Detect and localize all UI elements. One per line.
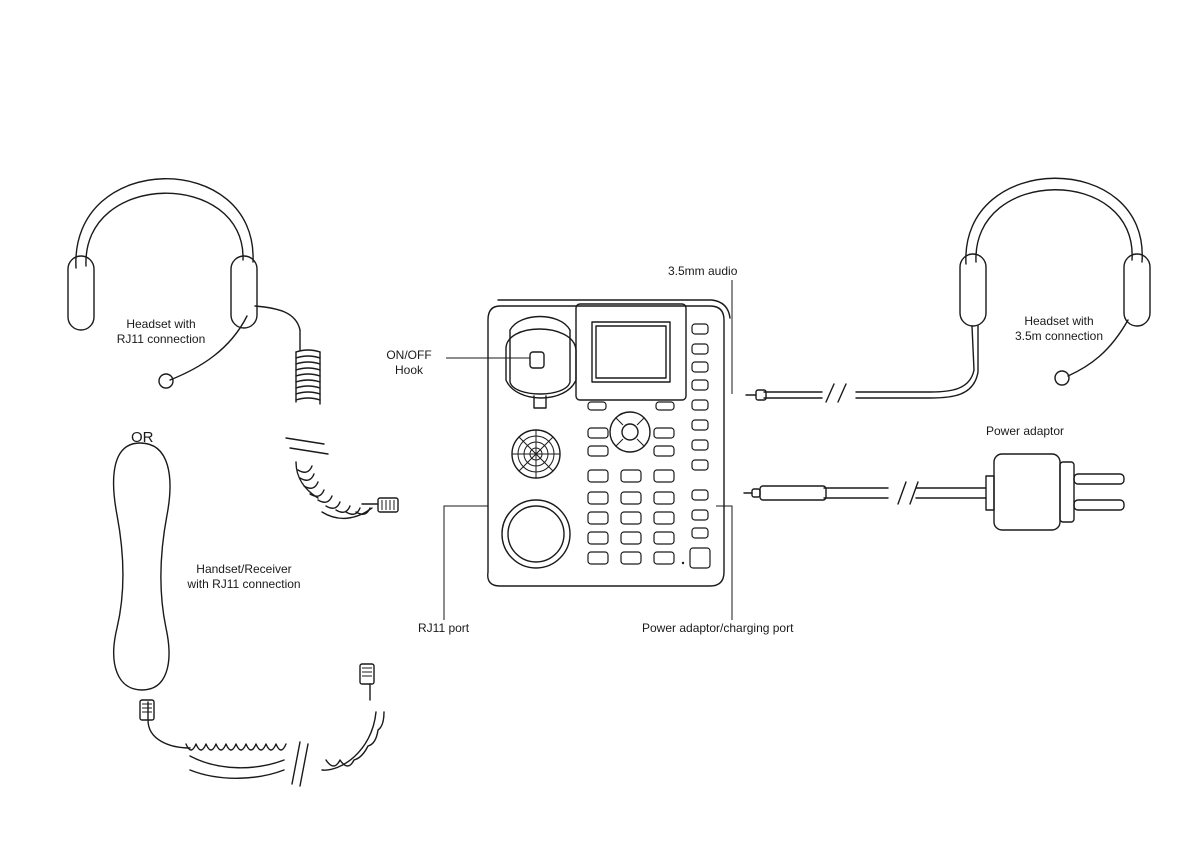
handset-coil-right bbox=[322, 684, 384, 770]
speaker-grille bbox=[512, 430, 560, 478]
power-adaptor-illustration bbox=[744, 454, 1124, 530]
audio-35mm-plug bbox=[746, 390, 766, 400]
headset-35mm-illustration bbox=[746, 178, 1150, 402]
side-buttons bbox=[692, 324, 708, 538]
label-on-off-hook: ON/OFF Hook bbox=[378, 348, 440, 378]
label-charging-port: Power adaptor/charging port bbox=[642, 621, 793, 636]
label-handset: Handset/Receiver with RJ11 connection bbox=[176, 562, 312, 592]
label-headset-rj11: Headset with RJ11 connection bbox=[106, 317, 216, 347]
desk-phone-illustration bbox=[488, 300, 730, 586]
hook-switch bbox=[530, 352, 544, 368]
phone-display bbox=[576, 304, 686, 400]
handsfree-speaker bbox=[502, 500, 570, 568]
rj11-plug-handset bbox=[140, 700, 154, 720]
label-headset-35: Headset with 3.5m connection bbox=[996, 314, 1122, 344]
softkey-buttons bbox=[588, 402, 674, 410]
hook-cradle bbox=[506, 317, 576, 409]
rj11-plug-headset bbox=[378, 498, 398, 512]
nav-pad bbox=[610, 412, 650, 452]
handset-illustration bbox=[114, 443, 384, 786]
power-plug bbox=[744, 486, 826, 500]
rj11-headset-coil-upper bbox=[296, 350, 320, 404]
label-or: OR bbox=[131, 430, 154, 445]
label-power-adaptor: Power adaptor bbox=[986, 424, 1064, 439]
rj11-headset-coil-lower bbox=[296, 462, 378, 518]
rj11-plug-handset-end bbox=[360, 664, 374, 684]
label-35mm-audio: 3.5mm audio bbox=[668, 264, 737, 279]
nav-side-buttons bbox=[588, 428, 674, 438]
handset-coil-left bbox=[186, 744, 286, 778]
rj11-headset-illustration bbox=[68, 179, 398, 519]
label-rj11-port: RJ11 port bbox=[418, 621, 469, 636]
